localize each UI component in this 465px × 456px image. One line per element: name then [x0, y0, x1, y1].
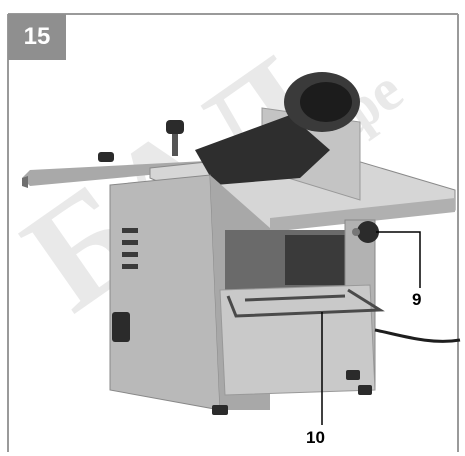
callout-label-10: 10 [306, 428, 325, 447]
figure-number-badge: 15 [8, 14, 66, 60]
machine-feet [212, 370, 372, 415]
power-cord [374, 328, 461, 343]
thickness-section [219, 219, 376, 396]
fence-knob [98, 120, 184, 162]
dust-hood [195, 72, 360, 185]
callout-label-9: 9 [412, 290, 422, 309]
frame-border [7, 13, 459, 452]
height-adjust-knob [352, 221, 379, 243]
outfeed-handle [226, 288, 385, 318]
callout-lines [321, 231, 421, 425]
